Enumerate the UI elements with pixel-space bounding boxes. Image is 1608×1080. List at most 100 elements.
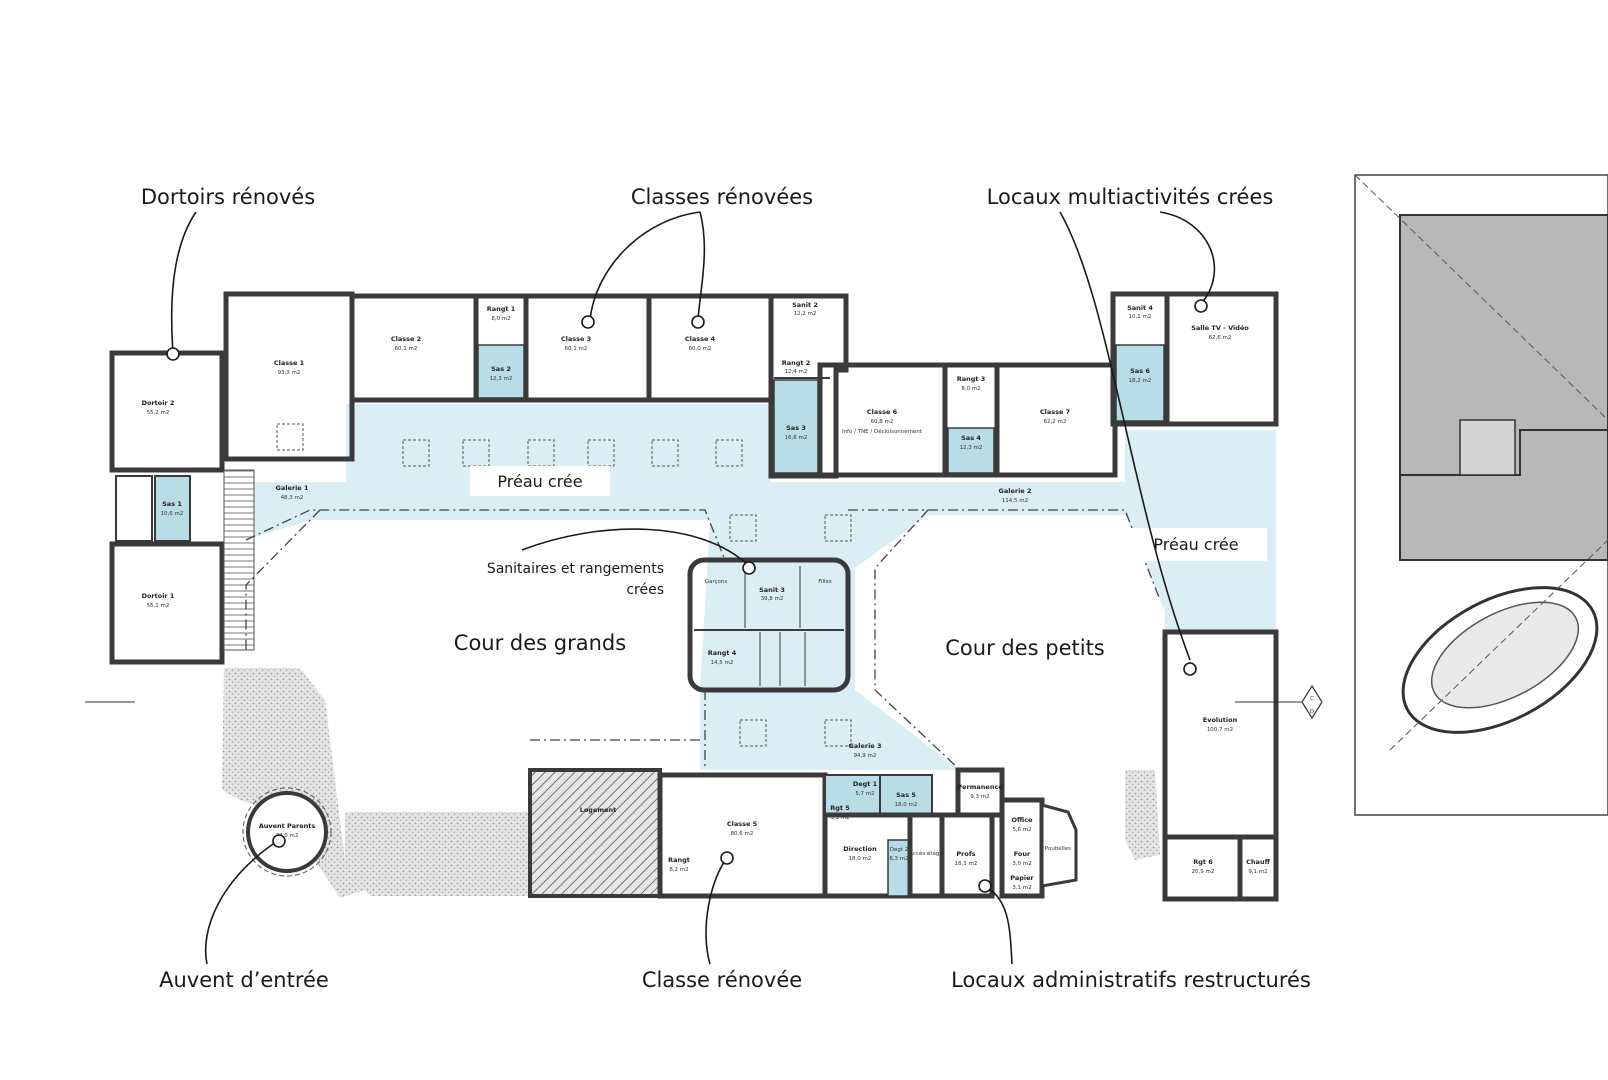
room-classe7-area: 62,2 m2 [1044,419,1067,425]
room-auvent-parents-area: 27,0 m2 [276,833,299,839]
room-classe1-name: Classe 1 [274,359,305,367]
room-rgt6-name: Rgt 6 [1193,858,1213,866]
room-galerie3-area: 94,9 m2 [854,753,877,759]
preau-left-label: Préau crée [497,472,582,491]
annotation-sanitaires-line2: crées [626,582,664,598]
room-rangt2-area: 12,4 m2 [785,369,808,375]
room-galerie1-name: Galerie 1 [276,484,309,492]
room-sanit2-name: Sanit 2 [792,301,818,309]
room-classe5-area: 80,6 m2 [731,831,754,837]
room-sanit2-area: 12,2 m2 [794,311,817,317]
room-dortoir2-area: 55,2 m2 [147,410,170,416]
room-classe2-name: Classe 2 [391,335,421,343]
room-rangt5-name: Rangt [668,856,690,864]
entrance-gravel [222,668,1160,898]
room-profs-name: Profs [956,850,975,858]
room-direction-area: 18,0 m2 [849,856,872,862]
room-labels: Dortoir 2 55,2 m2 Dortoir 1 55,1 m2 Sas … [142,301,1271,891]
room-sas3-area: 16,6 m2 [785,435,808,441]
room-logement-name: Logement [580,806,617,814]
room-sas5-area: 18,0 m2 [895,802,918,808]
room-chauff-name: Chauff [1246,858,1270,866]
room-four-name: Four [1014,850,1031,858]
room-poubelles-name: Poubelles [1045,846,1071,852]
room-rangt3-name: Rangt 3 [957,375,986,383]
room-rangt1-name: Rangt 1 [487,305,516,313]
annotation-administratifs: Locaux administratifs restructurés [951,968,1311,992]
room-rangt1-area: 8,0 m2 [491,316,510,322]
room-sas3-name: Sas 3 [786,424,806,432]
room-sas5-name: Sas 5 [896,791,916,799]
room-galerie2-name: Galerie 2 [999,487,1032,495]
room-rangt4-name: Rangt 4 [708,649,737,657]
room-sanit3-name: Sanit 3 [759,586,785,594]
annotation-classes: Classes rénovées [631,185,813,209]
room-profs-area: 18,3 m2 [955,861,978,867]
east-wing [1110,291,1279,902]
room-dortoir2-name: Dortoir 2 [142,399,175,407]
annotation-leaders [166,211,1216,965]
room-classe4-area: 60,0 m2 [689,346,712,352]
room-rgt6-area: 20,9 m2 [1192,869,1215,875]
central-sanitary-block [687,557,851,693]
section-label-d: D [1310,709,1314,715]
room-sanit4-area: 10,1 m2 [1129,314,1152,320]
auvent-parents [242,787,332,877]
cour-grands-label: Cour des grands [454,631,626,655]
north-classes-wing [223,291,849,479]
annotations: Dortoirs rénovés Classes rénovées Locaux… [141,185,1311,992]
room-acces-etage-name: Accès étage [909,850,943,857]
room-galerie1-area: 48,3 m2 [281,495,304,501]
room-dortoir1-area: 55,1 m2 [147,603,170,609]
room-classe6-use: Info / TNE / Décloisonnement [842,428,923,435]
cour-petits-label: Cour des petits [945,636,1105,660]
room-direction-name: Direction [843,845,877,853]
room-rangt3-area: 8,0 m2 [961,386,980,392]
room-degt1-name: Degt 1 [853,780,878,788]
preau-right-label: Préau crée [1153,535,1238,554]
neighbour-building [1354,174,1608,816]
preau-labels: Préau crée Préau crée [470,466,1267,561]
room-auvent-parents-name: Auvent Parents [259,822,316,830]
room-classe3-name: Classe 3 [561,335,591,343]
room-sas4-area: 12,3 m2 [960,445,983,451]
room-degt1-area: 5,7 m2 [855,791,874,797]
room-rangt4-area: 14,5 m2 [711,660,734,666]
section-label-c: C [1310,696,1314,702]
annotation-multiactivites: Locaux multiactivités crées [987,185,1274,209]
room-office-name: Office [1011,816,1033,824]
room-sas2-name: Sas 2 [491,365,511,373]
room-office-area: 5,6 m2 [1012,827,1031,833]
room-galerie3-name: Galerie 3 [849,742,882,750]
room-salletv-name: Salle TV - Vidéo [1191,324,1249,332]
room-classe7-name: Classe 7 [1040,408,1070,416]
room-rgt5-name: Rgt 5 [830,804,850,812]
room-degt2-name: Degt 2 [890,847,909,853]
room-sas1-name: Sas 1 [162,500,182,508]
northeast-classes-wing [817,362,1118,478]
room-sanit3-area: 39,8 m2 [761,596,784,602]
room-garcons-name: Garçons [705,579,728,585]
room-classe4-name: Classe 4 [685,335,716,343]
room-sas4-name: Sas 4 [961,434,981,442]
room-chauff-area: 9,1 m2 [1248,869,1267,875]
room-degt2-area: 6,3 m2 [889,856,908,862]
room-classe6-area: 60,8 m2 [871,419,894,425]
room-four-area: 3,0 m2 [1012,861,1031,867]
south-wing [528,767,1078,899]
annotation-sanitaires-line1: Sanitaires et rangements [487,561,664,577]
room-evolution-area: 100,7 m2 [1207,727,1233,733]
annotation-classe-renovee: Classe rénovée [642,968,802,992]
room-dortoir1-name: Dortoir 1 [142,592,175,600]
room-classe1-area: 93,3 m2 [278,370,301,376]
room-sas6-name: Sas 6 [1130,367,1150,375]
room-rangt5-area: 8,2 m2 [669,867,688,873]
room-classe5-name: Classe 5 [727,820,758,828]
room-classe6-name: Classe 6 [867,408,898,416]
room-evolution-name: Evolution [1203,716,1238,724]
room-galerie2-area: 114,5 m2 [1002,498,1028,504]
dortoirs-wing [109,350,255,665]
section-marker: C D [85,684,1323,720]
room-rangt2-name: Rangt 2 [782,359,811,367]
